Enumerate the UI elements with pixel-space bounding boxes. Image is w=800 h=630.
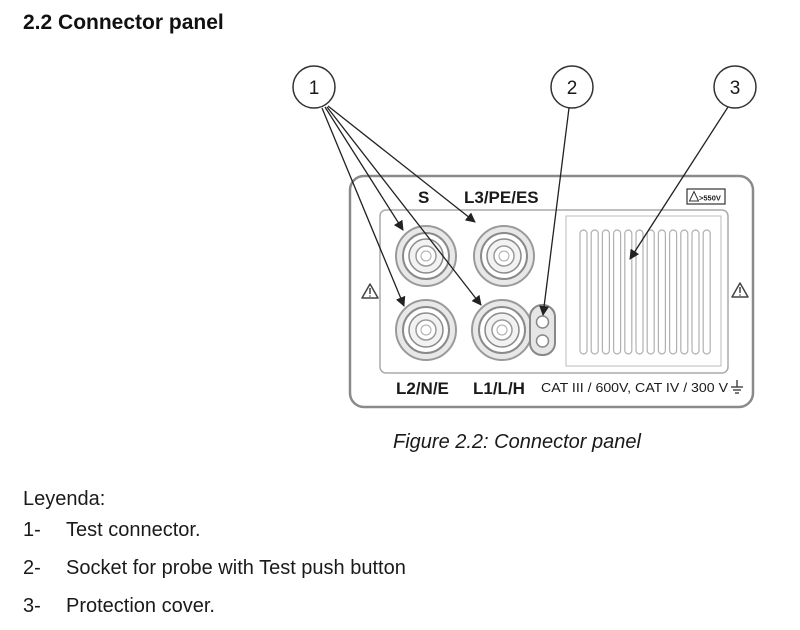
callout-3-leader <box>629 106 729 260</box>
grille-slot <box>635 229 644 355</box>
connector-l2-n-e <box>395 299 457 361</box>
callout-1-number: 1 <box>309 78 320 99</box>
warning-left-icon <box>361 283 379 299</box>
grille-slot <box>590 229 599 355</box>
connector-l3-pe-es <box>473 225 535 287</box>
legend-item: 1- Test connector. <box>23 516 406 554</box>
grille-slot <box>579 229 588 355</box>
section-heading: 2.2 Connector panel <box>23 11 224 34</box>
callout-3: 3 <box>713 65 757 109</box>
connector-l1-l-h <box>471 299 533 361</box>
callout-3-number: 3 <box>730 78 741 99</box>
legend-item-number: 1- <box>23 519 41 541</box>
ground-icon <box>731 380 743 394</box>
grille-slot <box>646 229 655 355</box>
cover-grille <box>579 229 711 355</box>
callout-2: 2 <box>550 65 594 109</box>
label-s: S <box>418 188 429 207</box>
legend-list: 1- Test connector. 2- Socket for probe w… <box>23 516 406 630</box>
grille-slot <box>624 229 633 355</box>
grille-slot <box>691 229 700 355</box>
legend-item: 2- Socket for probe with Test push butto… <box>23 554 406 592</box>
grille-slot <box>668 229 678 355</box>
grille-slot <box>601 229 611 355</box>
callout-2-leader <box>539 107 570 316</box>
grille-slot <box>702 229 711 355</box>
grille-slot <box>657 229 667 355</box>
voltage-badge: >550V <box>686 188 726 205</box>
label-l2-n-e: L2/N/E <box>396 379 449 398</box>
label-rating: CAT III / 600V, CAT IV / 300 V <box>541 380 728 395</box>
label-l1-l-h: L1/L/H <box>473 379 525 398</box>
legend-item-number: 2- <box>23 557 41 579</box>
legend-item-number: 3- <box>23 595 41 617</box>
label-l3-pe-es: L3/PE/ES <box>464 188 539 207</box>
warning-right-icon <box>731 282 749 298</box>
legend-item-text: Test connector. <box>66 519 201 541</box>
legend-item-text: Socket for probe with Test push button <box>66 557 406 579</box>
grille-slot <box>680 229 689 355</box>
callout-1: 1 <box>292 65 336 109</box>
callout-2-number: 2 <box>567 78 578 99</box>
legend-item: 3- Protection cover. <box>23 592 406 630</box>
figure-caption: Figure 2.2: Connector panel <box>393 431 641 453</box>
legend-item-text: Protection cover. <box>66 595 215 617</box>
grille-slot <box>612 229 622 355</box>
probe-socket <box>529 304 556 356</box>
legend-title: Leyenda: <box>23 488 106 510</box>
callout-1-leaders <box>321 105 482 307</box>
connector-s <box>395 225 457 287</box>
voltage-badge-text: >550V <box>699 194 721 203</box>
